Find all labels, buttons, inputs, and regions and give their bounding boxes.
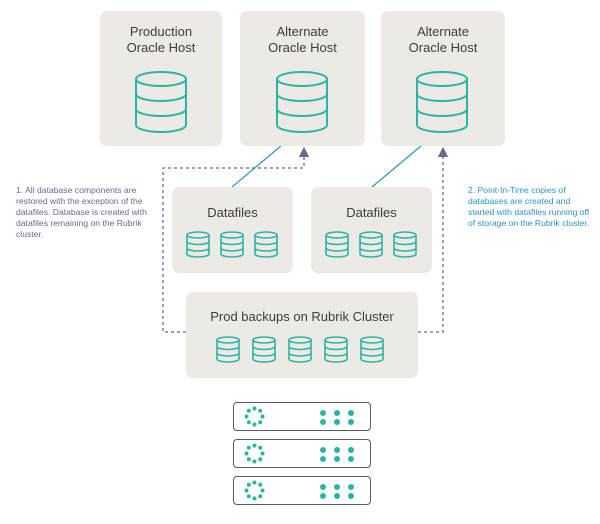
restore-flow-arrow-1 — [162, 146, 310, 333]
datafiles-db-icons — [186, 231, 278, 258]
database-icon — [393, 231, 417, 258]
rubrik-cluster-backups: Prod backups on Rubrik Cluster — [186, 292, 418, 378]
database-icon — [252, 336, 276, 363]
cluster-title: Prod backups on Rubrik Cluster — [210, 309, 394, 324]
cluster-db-icons — [216, 336, 384, 363]
host-title: Production Oracle Host — [126, 24, 196, 55]
status-lights — [320, 447, 354, 462]
datafiles-db-icons — [325, 231, 417, 258]
alternate-oracle-host-1: Alternate Oracle Host — [240, 11, 365, 146]
status-lights — [320, 410, 354, 425]
host-title: Alternate Oracle Host — [408, 24, 478, 55]
database-icon — [325, 231, 349, 258]
database-icon — [288, 336, 312, 363]
database-icon — [360, 336, 384, 363]
database-icon — [416, 71, 468, 133]
database-icon — [276, 71, 328, 133]
datafiles-title: Datafiles — [207, 205, 258, 220]
database-icon — [186, 231, 210, 258]
datafiles-box-2: Datafiles — [311, 187, 432, 273]
rubrik-logo-icon — [244, 443, 265, 464]
alternate-oracle-host-2: Alternate Oracle Host — [381, 11, 505, 146]
database-icon — [135, 71, 187, 133]
database-icon — [359, 231, 383, 258]
datafiles-box-1: Datafiles — [172, 187, 293, 273]
server-icon — [233, 439, 371, 468]
server-icon — [233, 402, 371, 431]
database-icon — [216, 336, 240, 363]
restore-note: 1. All database components are restored … — [16, 185, 147, 239]
server-icon — [233, 476, 371, 505]
database-icon — [220, 231, 244, 258]
production-oracle-host: Production Oracle Host — [100, 11, 222, 146]
point-in-time-note: 2. Point-In-Time copies of databases are… — [468, 185, 590, 228]
rubrik-logo-icon — [244, 406, 265, 427]
datafiles-title: Datafiles — [346, 205, 397, 220]
rubrik-logo-icon — [244, 480, 265, 501]
host-title: Alternate Oracle Host — [268, 24, 337, 55]
restore-flow-arrow-2 — [418, 146, 449, 333]
database-icon — [254, 231, 278, 258]
database-icon — [324, 336, 348, 363]
status-lights — [320, 484, 354, 499]
